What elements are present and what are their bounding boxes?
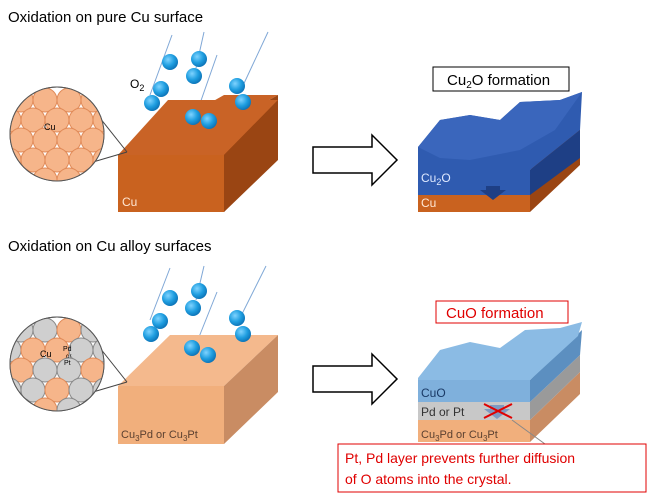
- note-pointer-line: [511, 419, 546, 445]
- pd-pt-layer-label: Pd or Pt: [421, 405, 465, 419]
- cu2o-block: [418, 92, 582, 212]
- cu-block-top: [118, 100, 278, 155]
- alloy-block-side: [224, 335, 278, 444]
- cu2o-formation-box: [432, 66, 570, 92]
- cuo-layer-label: CuO: [421, 386, 446, 400]
- o2-molecules-alloy: [143, 283, 251, 363]
- cuo-formation-box: [435, 300, 569, 324]
- cu-block-front: [118, 155, 224, 212]
- reaction-arrow-top: [312, 133, 399, 187]
- cuo-layered-block: [418, 322, 582, 442]
- diffusion-arrow-icon: [480, 186, 506, 200]
- alloy-base-label: Cu3Pd or Cu3Pt: [421, 429, 498, 443]
- cu2o-formation-label: Cu2O formation: [447, 72, 550, 91]
- cu2o-layer-label: Cu2O: [421, 171, 451, 187]
- pt-atom-label: Pt: [64, 360, 71, 367]
- note-line-1: Pt, Pd layer prevents further diffusion: [345, 450, 575, 466]
- cu-atom-label: Cu: [44, 122, 56, 132]
- blocked-diffusion-icon: [483, 403, 513, 419]
- or-atom-label: or: [66, 354, 71, 360]
- reaction-arrow-bottom: [312, 352, 399, 406]
- bottom-heading: Oxidation on Cu alloy surfaces: [8, 238, 211, 255]
- note-line-2: of O atoms into the crystal.: [345, 471, 512, 487]
- top-heading: Oxidation on pure Cu surface: [8, 9, 203, 26]
- alloy-block-label: Cu3Pd or Cu3Pt: [121, 429, 198, 443]
- o2-label: O2: [130, 77, 144, 93]
- o2-trajectory-lines-alloy: [149, 265, 267, 343]
- cu-block-side: [224, 100, 278, 212]
- alloy-lattice-zoom: [9, 316, 128, 412]
- o2-molecules: [144, 51, 251, 129]
- alloy-block-front: [118, 386, 224, 444]
- pd-atom-label: Pd: [63, 346, 72, 353]
- cu-block-label: Cu: [122, 195, 137, 209]
- alloy-block-top: [118, 335, 278, 386]
- cu-base-label: Cu: [421, 196, 436, 210]
- cu-lattice-zoom: [9, 86, 128, 182]
- note-box: [337, 443, 647, 493]
- cu-atom-label-alloy: Cu: [40, 349, 52, 359]
- cuo-formation-label: CuO formation: [446, 305, 544, 322]
